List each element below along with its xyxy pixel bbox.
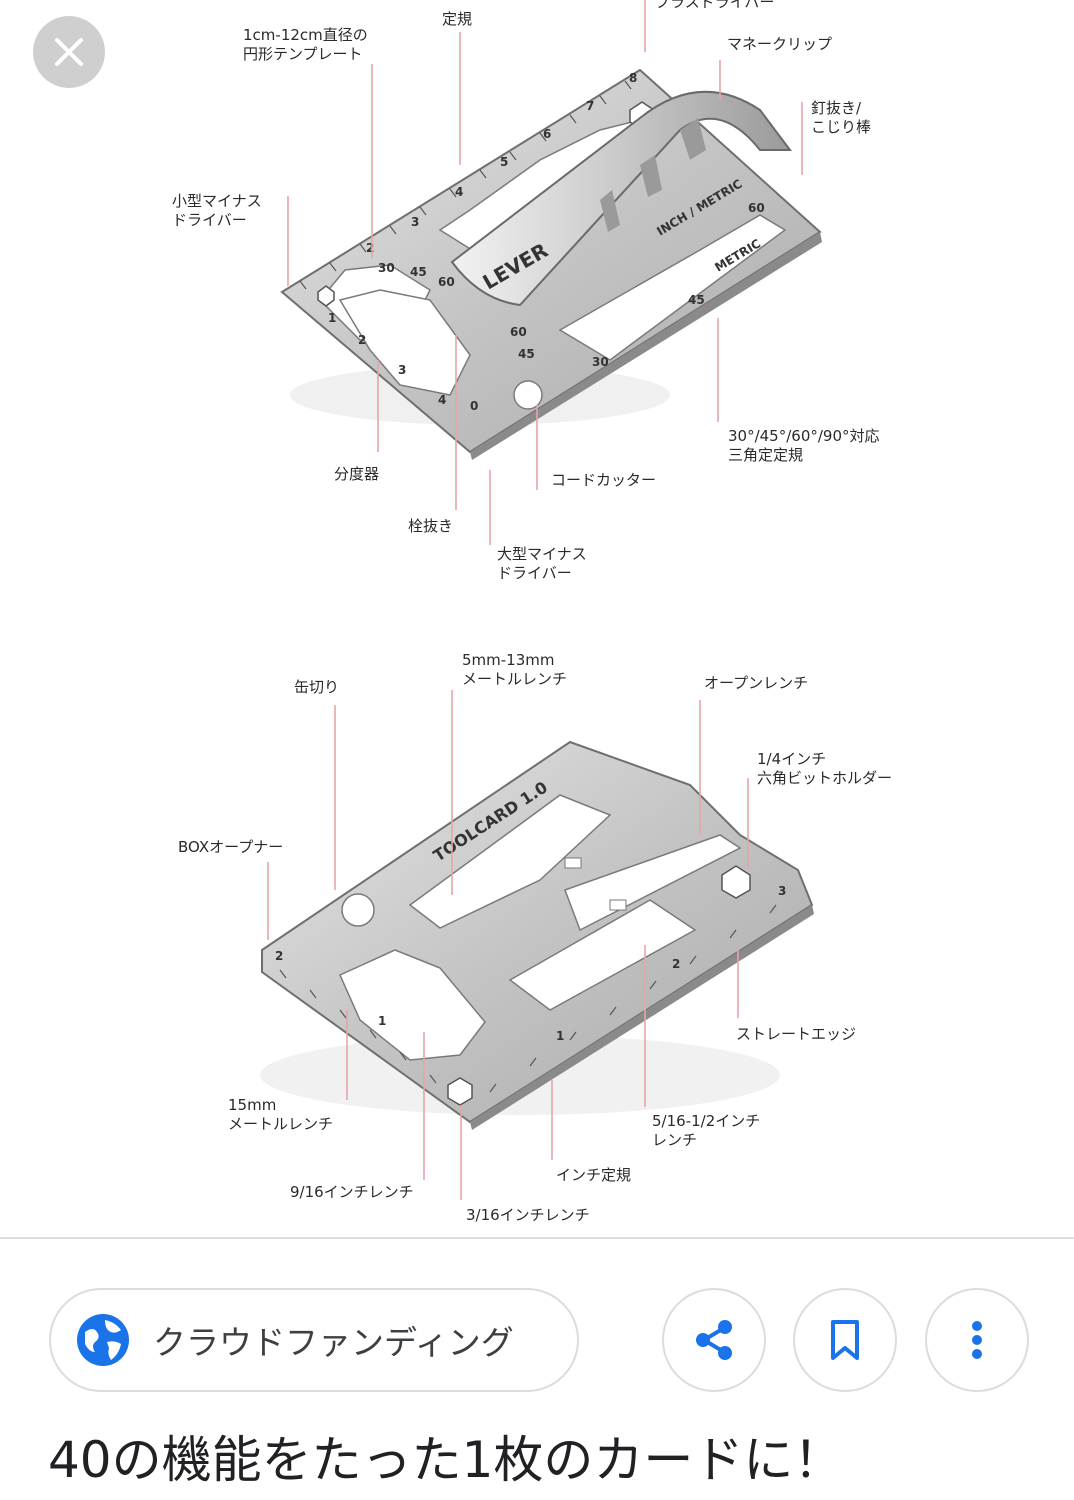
label-protractor: 分度器	[334, 465, 379, 483]
globe-icon	[77, 1314, 129, 1366]
label-money-clip: マネークリップ	[727, 35, 832, 53]
label-cord-cutter: コードカッター	[551, 471, 656, 489]
top-labels: プラスドライバー 定規 1cm-12cm直径の 円形テンプレート マネークリップ…	[172, 0, 880, 582]
svg-text:4: 4	[455, 185, 463, 199]
svg-text:45: 45	[410, 265, 427, 279]
source-chip[interactable]: クラウドファンディング	[49, 1288, 579, 1392]
label-large-driver-1: 大型マイナス	[497, 545, 587, 563]
close-button[interactable]	[33, 16, 105, 88]
top-leader-lines	[287, 0, 803, 545]
label-inch-wrench-1: 5/16-1/2インチ	[652, 1112, 760, 1130]
svg-text:45: 45	[688, 293, 705, 307]
label-inch-ruler: インチ定規	[556, 1166, 631, 1184]
label-can-opener: 缶切り	[294, 678, 339, 696]
svg-text:30: 30	[378, 261, 395, 275]
label-metric-wrench-1: 5mm-13mm	[462, 651, 555, 669]
svg-text:1: 1	[328, 311, 336, 325]
bottom-leader-lines	[267, 690, 749, 1200]
svg-text:60: 60	[438, 275, 455, 289]
share-button[interactable]	[662, 1288, 766, 1392]
svg-text:2: 2	[275, 949, 283, 963]
save-button[interactable]	[793, 1288, 897, 1392]
share-icon	[696, 1320, 732, 1360]
svg-text:4: 4	[438, 393, 446, 407]
label-circle-template-2: 円形テンプレート	[243, 45, 363, 63]
divider	[0, 1237, 1074, 1239]
more-vert-icon	[972, 1321, 982, 1359]
label-nail-puller-2: こじり棒	[811, 118, 871, 136]
svg-text:3: 3	[778, 884, 786, 898]
bookmark-icon	[831, 1320, 859, 1360]
label-bit-holder-2: 六角ビットホルダー	[757, 769, 892, 787]
svg-text:2: 2	[358, 333, 366, 347]
svg-text:8: 8	[629, 71, 637, 85]
svg-text:3: 3	[398, 363, 406, 377]
svg-text:5: 5	[500, 155, 508, 169]
label-large-driver-2: ドライバー	[497, 564, 572, 582]
label-circle-template-1: 1cm-12cm直径の	[243, 26, 368, 44]
label-box-opener: BOXオープナー	[178, 838, 283, 856]
more-options-button[interactable]	[925, 1288, 1029, 1392]
label-cork-puller: 栓抜き	[408, 517, 453, 535]
svg-text:0: 0	[470, 399, 478, 413]
bottom-card-illustration: 21 123 TOOLCARD 1.0	[260, 740, 814, 1130]
svg-text:1: 1	[556, 1029, 564, 1043]
label-straight-edge: ストレートエッジ	[736, 1025, 856, 1043]
bottom-labels: 5mm-13mm メートルレンチ 缶切り オープンレンチ 1/4インチ 六角ビッ…	[178, 651, 892, 1224]
svg-text:3: 3	[411, 215, 419, 229]
svg-text:1: 1	[378, 1014, 386, 1028]
svg-text:2: 2	[366, 241, 374, 255]
label-small-driver-2: ドライバー	[172, 211, 247, 229]
label-wrench-916: 9/16インチレンチ	[290, 1183, 414, 1201]
label-open-wrench: オープンレンチ	[704, 674, 808, 692]
label-wrench-15-2: メートルレンチ	[228, 1115, 333, 1133]
svg-text:6: 6	[543, 127, 551, 141]
label-triangle-2: 三角定定規	[728, 446, 803, 464]
label-nail-puller-1: 釘抜き/	[811, 99, 862, 117]
label-ruler: 定規	[442, 10, 472, 28]
label-wrench-316: 3/16インチレンチ	[466, 1206, 590, 1224]
label-cross-driver: プラスドライバー	[655, 0, 774, 11]
source-name: クラウドファンディング	[153, 1323, 514, 1362]
svg-text:2: 2	[672, 957, 680, 971]
svg-text:60: 60	[748, 201, 765, 215]
label-metric-wrench-2: メートルレンチ	[462, 670, 567, 688]
label-triangle-1: 30°/45°/60°/90°対応	[728, 427, 880, 445]
label-wrench-15-1: 15mm	[228, 1096, 276, 1114]
label-small-driver-1: 小型マイナス	[172, 192, 262, 210]
image-caption: 40の機能をたった1枚のカードに！	[48, 1431, 844, 1489]
label-bit-holder-1: 1/4インチ	[757, 750, 826, 768]
label-inch-wrench-2: レンチ	[652, 1131, 697, 1149]
svg-text:30: 30	[592, 355, 609, 369]
svg-text:45: 45	[518, 347, 535, 361]
svg-text:60: 60	[510, 325, 527, 339]
svg-text:7: 7	[586, 99, 594, 113]
